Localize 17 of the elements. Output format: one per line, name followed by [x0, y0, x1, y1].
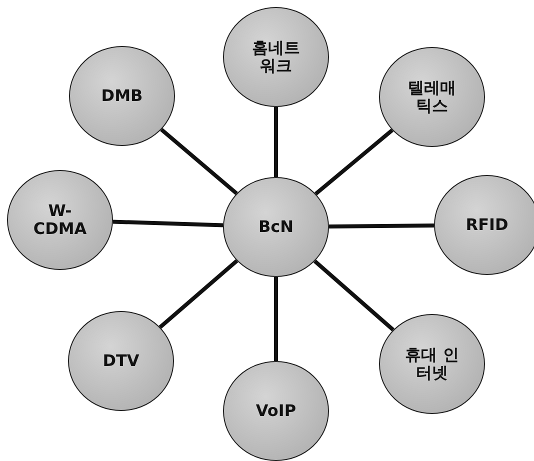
node-label: 휴대 인터넷 — [404, 346, 460, 382]
connector-line — [112, 220, 224, 228]
node-label: 텔레매틱스 — [407, 78, 457, 116]
connector-line — [314, 128, 394, 196]
connector-line — [274, 107, 278, 177]
node-label: DMB — [101, 86, 143, 106]
node-label: 홈네트워크 — [251, 38, 301, 76]
connector-line — [158, 259, 238, 329]
node-label: DTV — [102, 352, 140, 370]
node-label: RFID — [466, 216, 508, 234]
connector-line — [328, 224, 434, 228]
connector-line — [274, 277, 278, 361]
connector-line — [313, 260, 395, 332]
node-label: W-CDMA — [32, 202, 88, 238]
node-label: BcN — [258, 218, 294, 236]
node-label: VoIP — [256, 402, 296, 420]
connector-line — [160, 128, 238, 196]
